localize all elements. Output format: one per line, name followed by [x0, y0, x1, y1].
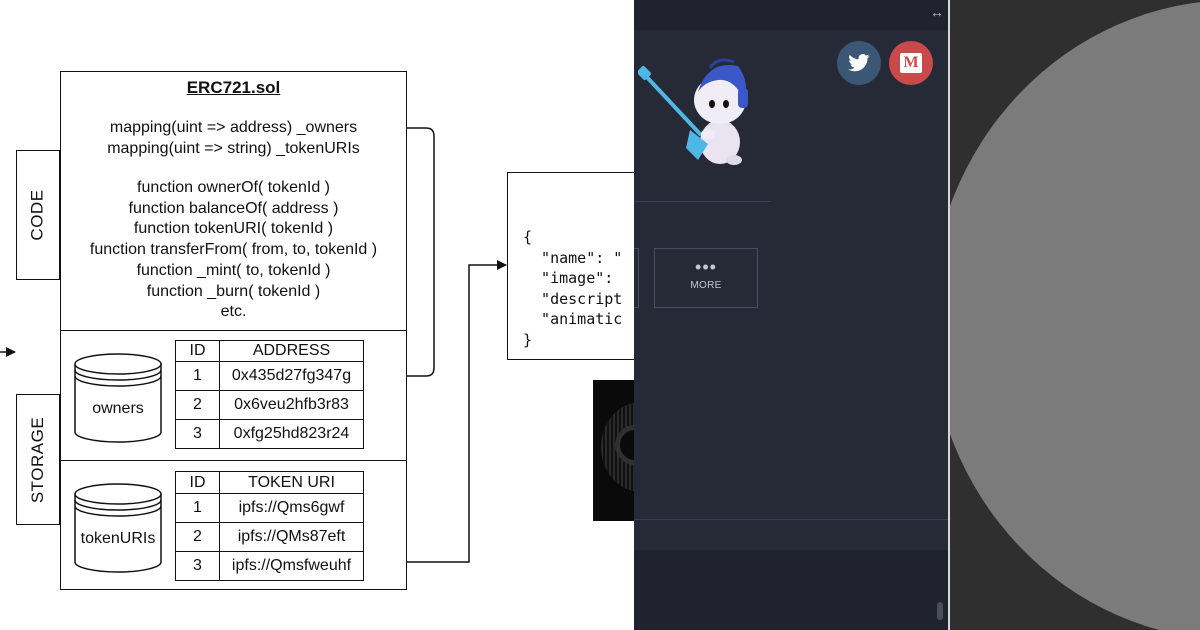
- previous-card-edge[interactable]: [634, 248, 639, 308]
- uris-id-cell: 3: [175, 551, 220, 581]
- function-line: etc.: [220, 303, 247, 321]
- token-uris-storage-section: tokenURIs ID TOKEN URI 1 ipfs://Qms6gwf …: [61, 461, 406, 589]
- decorative-background: [950, 0, 1200, 630]
- owners-storage-section: owners ID ADDRESS 1 0x435d27fg347g 2 0x6…: [61, 331, 406, 461]
- panel-bottom-bar: [634, 550, 950, 630]
- json-line: "descript: [523, 289, 623, 308]
- token-uris-store-label: tokenURIs: [80, 530, 156, 547]
- code-label-text: CODE: [28, 189, 47, 241]
- token-uris-table: ID TOKEN URI 1 ipfs://Qms6gwf 2 ipfs://Q…: [175, 471, 364, 581]
- owners-address-cell: 0xfg25hd823r24: [219, 419, 364, 449]
- mapping-list: mapping(uint => address) _owners mapping…: [61, 117, 406, 159]
- panel-right-edge: [948, 0, 950, 630]
- owners-table: ID ADDRESS 1 0x435d27fg347g 2 0x6veu2hfb…: [175, 340, 364, 449]
- table-row: 2 ipfs://QMs87eft: [175, 522, 364, 552]
- owners-header-address: ADDRESS: [219, 340, 364, 362]
- scrollbar-thumb[interactable]: [937, 602, 943, 620]
- uris-header-token-uri: TOKEN URI: [219, 471, 364, 494]
- owners-mapping-arrow: [363, 127, 435, 381]
- more-button[interactable]: ••• MORE: [654, 248, 758, 308]
- medium-button[interactable]: M: [889, 41, 933, 85]
- function-line: function _mint( to, tokenId ): [136, 261, 331, 279]
- contract-box: ERC721.sol mapping(uint => address) _own…: [60, 71, 407, 590]
- twitter-icon: [848, 54, 870, 72]
- owners-id-cell: 1: [175, 361, 220, 391]
- owners-address-cell: 0x435d27fg347g: [219, 361, 364, 391]
- function-line: function tokenURI( tokenId ): [133, 220, 334, 238]
- erc721-diagram: CODE STORAGE ERC721.sol mapping(uint => …: [0, 71, 634, 590]
- app-panel: ↔ M: [634, 0, 950, 630]
- uris-id-cell: 2: [175, 522, 220, 552]
- mapping-line: mapping(uint => string) _tokenURIs: [107, 140, 360, 157]
- owners-id-cell: 2: [175, 390, 220, 420]
- uris-value-cell: ipfs://Qmsfweuhf: [219, 551, 364, 581]
- decorative-circle: [950, 0, 1200, 630]
- function-line: function ownerOf( tokenId ): [137, 179, 330, 196]
- table-row: 3 ipfs://Qmsfweuhf: [175, 551, 364, 581]
- contract-title: ERC721.sol: [186, 78, 281, 97]
- json-line: }: [523, 330, 533, 349]
- function-line: function _burn( tokenId ): [146, 282, 321, 300]
- panel-divider-bottom: [634, 519, 950, 520]
- panel-top-bar: ↔: [634, 0, 950, 30]
- uris-id-cell: 1: [175, 493, 220, 523]
- table-row: 3 0xfg25hd823r24: [175, 419, 364, 449]
- uris-header-id: ID: [175, 471, 220, 494]
- function-line: function transferFrom( from, to, tokenId…: [89, 241, 378, 259]
- code-side-label: CODE: [16, 150, 60, 280]
- metadata-json-box: { "name": " "image": "descript "animatic…: [507, 172, 634, 360]
- storage-label-text: STORAGE: [28, 416, 48, 503]
- function-line: function balanceOf( address ): [128, 199, 339, 217]
- medium-icon: M: [900, 53, 922, 73]
- metadata-json-text: { "name": " "image": "descript "animatic…: [523, 227, 622, 350]
- token-uri-arrow: [363, 260, 507, 563]
- owners-address-cell: 0x6veu2hfb3r83: [219, 390, 364, 420]
- more-label: MORE: [690, 280, 722, 291]
- resize-icon[interactable]: ↔: [930, 4, 944, 20]
- table-row: 1 ipfs://Qms6gwf: [175, 493, 364, 523]
- token-uris-database-icon: tokenURIs: [74, 482, 162, 574]
- json-line: "name": ": [523, 248, 623, 267]
- owners-header-id: ID: [175, 340, 220, 362]
- function-list: function ownerOf( tokenId ) function bal…: [61, 178, 406, 323]
- connector-layer: [0, 127, 507, 563]
- table-row: 2 0x6veu2hfb3r83: [175, 390, 364, 420]
- mascot-illustration: [637, 52, 768, 172]
- twitter-button[interactable]: [837, 41, 881, 85]
- panel-divider: [634, 201, 771, 202]
- json-line: "animatic: [523, 310, 623, 328]
- json-line: {: [523, 228, 533, 246]
- nft-thumbnail-image: [593, 380, 634, 521]
- thumbnail-ring: [615, 425, 634, 465]
- code-section: ERC721.sol mapping(uint => address) _own…: [61, 72, 406, 331]
- uris-value-cell: ipfs://Qms6gwf: [219, 493, 364, 523]
- json-line: "image":: [523, 269, 614, 287]
- owners-id-cell: 3: [175, 419, 220, 449]
- storage-side-label: STORAGE: [16, 394, 60, 525]
- table-row: 1 0x435d27fg347g: [175, 361, 364, 391]
- owners-store-label: owners: [92, 400, 144, 417]
- owners-database-icon: owners: [74, 352, 162, 444]
- mapping-line: mapping(uint => address) _owners: [109, 119, 358, 136]
- more-dots-icon: •••: [695, 257, 717, 277]
- uris-value-cell: ipfs://QMs87eft: [219, 522, 364, 552]
